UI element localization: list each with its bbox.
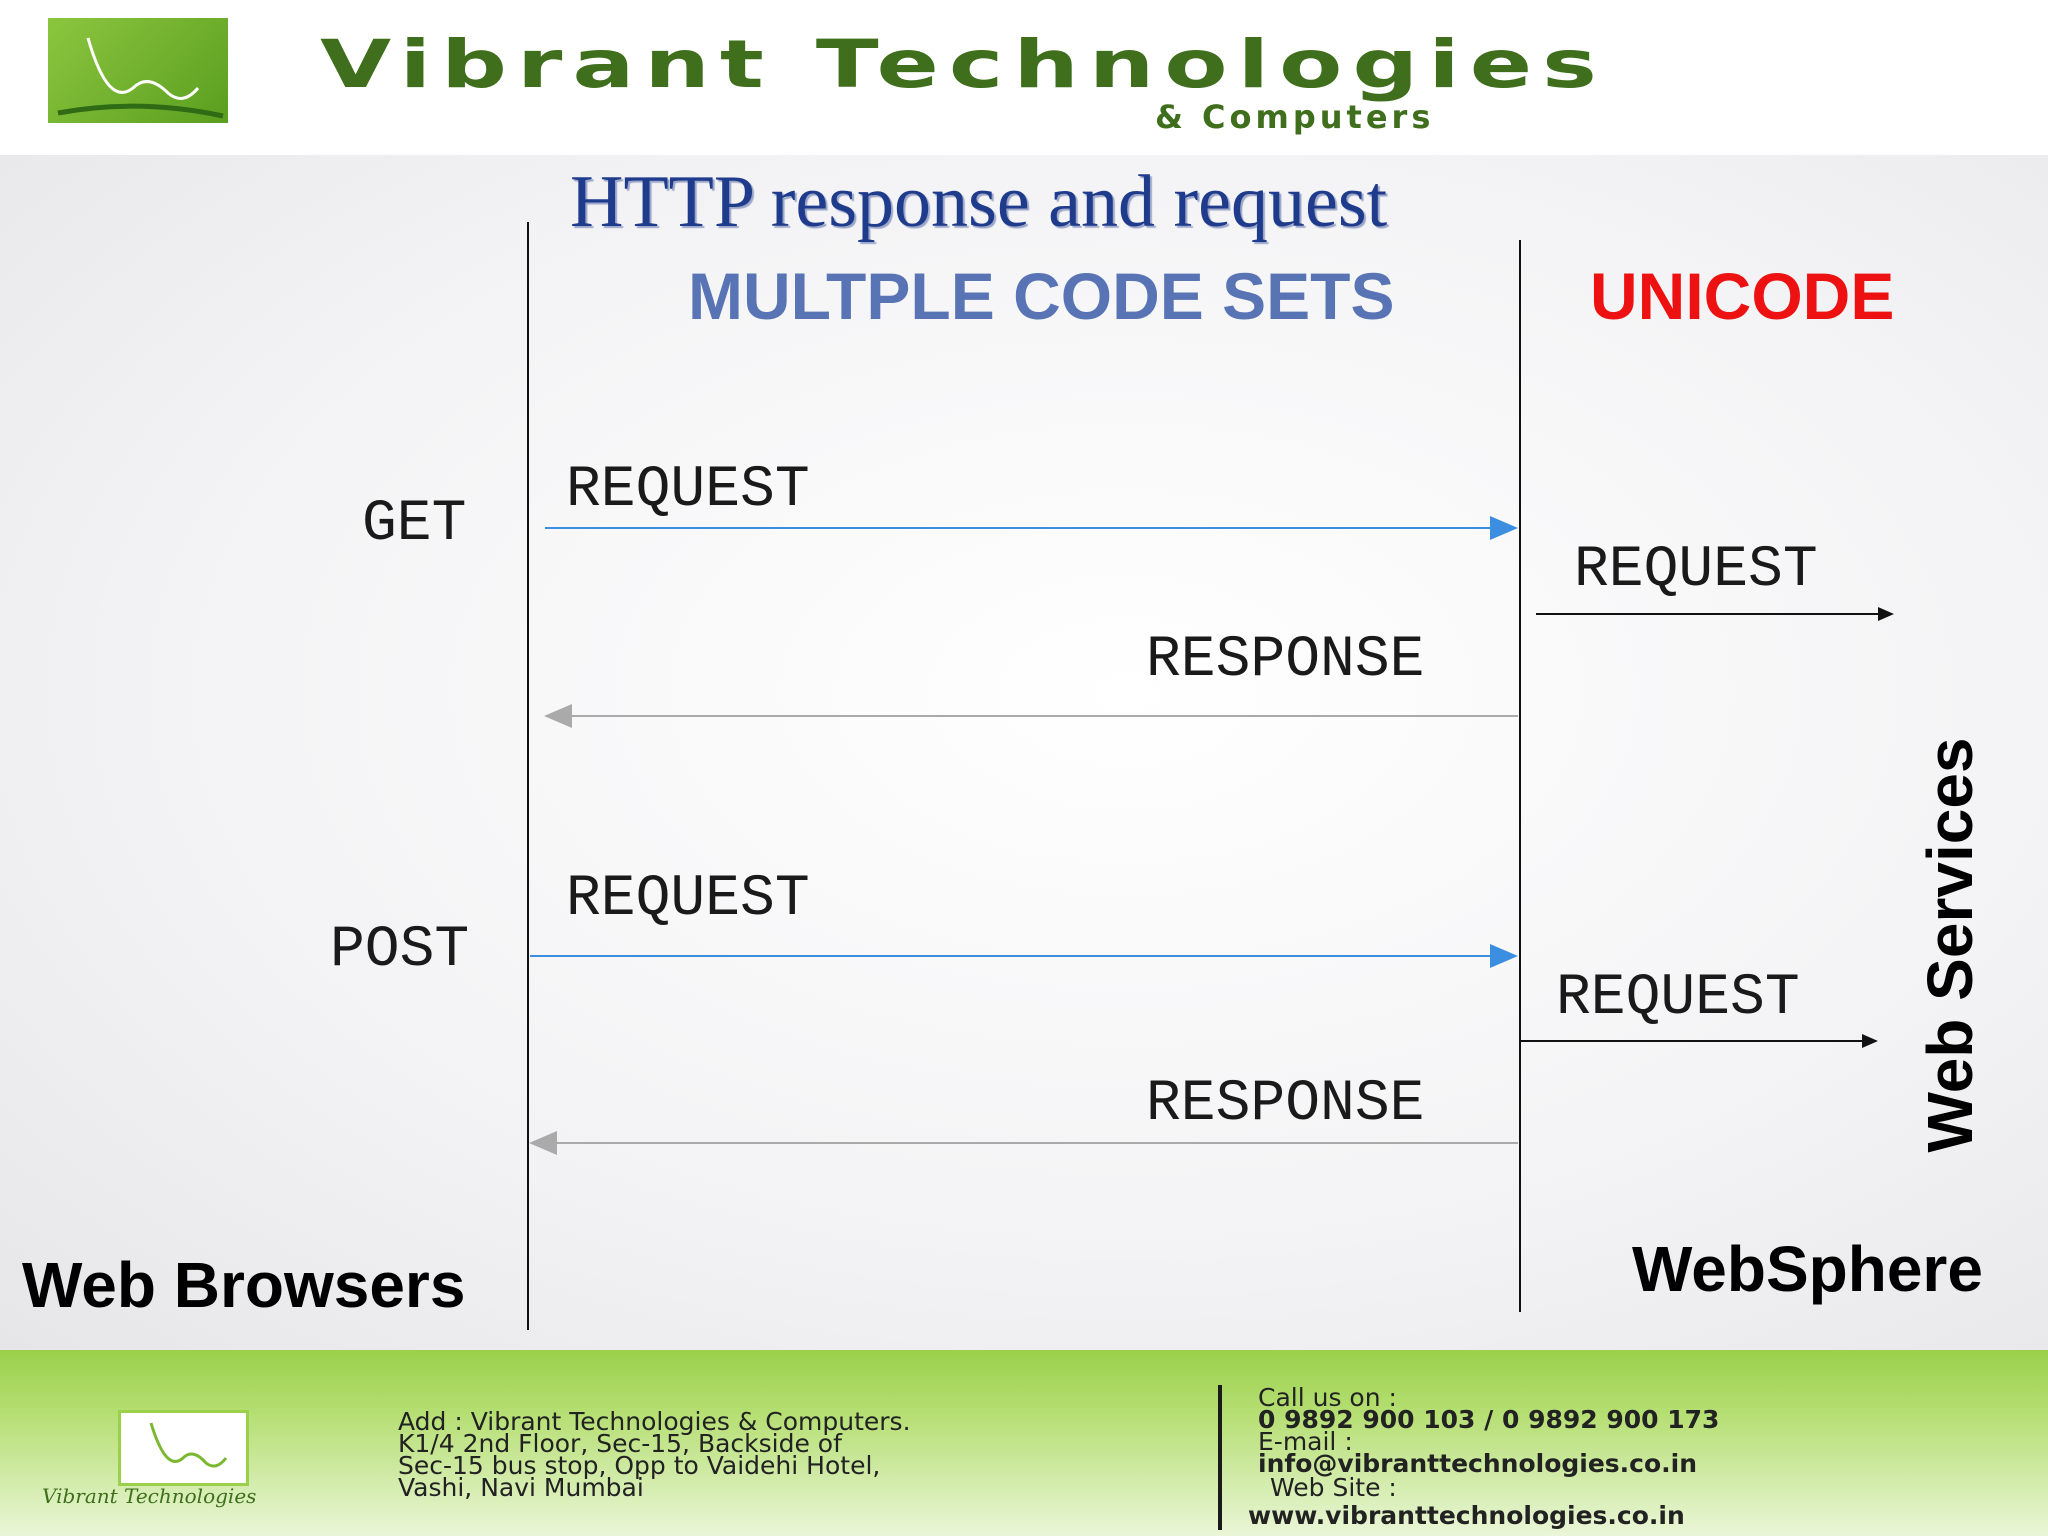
get-forward-arrowhead	[1878, 607, 1894, 621]
get-response-arrowhead	[544, 704, 572, 728]
get-forward-request-label: REQUEST	[1574, 538, 1818, 603]
slide-title: HTTP response and request	[570, 161, 1388, 243]
post-forward-arrowhead	[1862, 1034, 1878, 1048]
get-method-label: GET	[362, 492, 467, 557]
get-request-label: REQUEST	[566, 458, 810, 523]
post-method-label: POST	[330, 918, 470, 983]
web-services-label: Web Services	[1914, 737, 1986, 1153]
email-label: E-mail :	[1258, 1427, 1353, 1456]
footer-brand-text: Vibrant Technologies	[42, 1484, 257, 1508]
vibrant-logo-icon	[48, 18, 228, 123]
footer-banner	[0, 1350, 2048, 1536]
websphere-label: WebSphere	[1632, 1233, 1983, 1305]
post-response-arrowhead	[529, 1131, 557, 1155]
address-line-2: K1/4 2nd Floor, Sec-15, Backside of	[398, 1429, 842, 1458]
post-request-arrowhead	[1490, 944, 1518, 968]
website-label: Web Site :	[1270, 1473, 1397, 1502]
email-link[interactable]: info@vibranttechnologies.co.in	[1258, 1449, 1698, 1478]
post-request-label: REQUEST	[566, 867, 810, 932]
footer-divider	[1218, 1385, 1222, 1530]
unicode-label: UNICODE	[1590, 259, 1895, 333]
address-line-1: Add : Vibrant Technologies & Computers.	[398, 1407, 911, 1436]
web-browsers-label: Web Browsers	[22, 1249, 466, 1321]
footer-logo-icon	[118, 1410, 249, 1486]
brand-title: Vibrant Technologies	[320, 26, 1607, 104]
address-line-4: Vashi, Navi Mumbai	[398, 1473, 644, 1502]
multiple-code-sets-label: MULTPLE CODE SETS	[688, 259, 1395, 333]
get-response-label: RESPONSE	[1146, 628, 1425, 693]
website-link[interactable]: www.vibranttechnologies.co.in	[1248, 1501, 1685, 1530]
phone-numbers: 0 9892 900 103 / 0 9892 900 173	[1258, 1405, 1720, 1434]
get-request-arrowhead	[1490, 516, 1518, 540]
post-forward-request-label: REQUEST	[1556, 966, 1800, 1031]
slide-background	[0, 155, 2048, 1350]
address-line-3: Sec-15 bus stop, Opp to Vaidehi Hotel,	[398, 1451, 881, 1480]
brand-subtitle: & Computers	[1155, 98, 1435, 136]
header-banner: Vibrant Technologies & Computers	[0, 0, 2048, 155]
post-response-label: RESPONSE	[1146, 1072, 1425, 1137]
call-label: Call us on :	[1258, 1383, 1397, 1412]
